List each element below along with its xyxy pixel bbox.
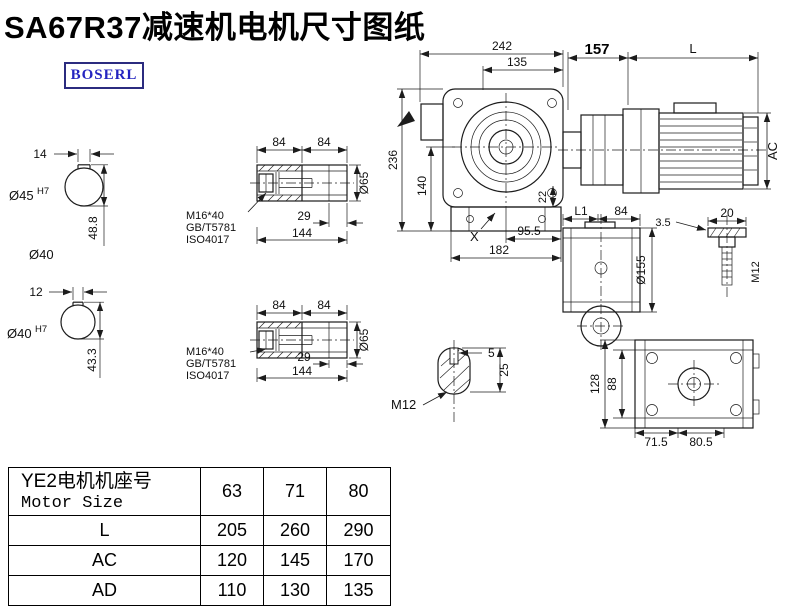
kd-dim-5: 5: [488, 346, 495, 360]
sv1-dim-84a: 84: [272, 135, 286, 149]
row-L-val-1: 260: [263, 515, 327, 546]
sd-dia-155: Ø155: [634, 255, 648, 285]
fv-dim-242: 242: [492, 39, 512, 53]
row-AC-label: AC: [8, 545, 201, 576]
keyway-depth-1-label: 48.8: [86, 216, 100, 240]
row-AD-val-2: 135: [326, 575, 391, 606]
sv2-standard-iso: ISO4017: [186, 370, 229, 382]
sv2-bolt-label: M16*40: [186, 346, 224, 358]
fv-dim-955: 95.5: [517, 224, 541, 238]
fv-dim-22: 22: [537, 191, 549, 203]
row-AD-val-1: 130: [263, 575, 327, 606]
boserl-logo: BOSERL: [64, 62, 144, 89]
fv-dim-135: 135: [507, 55, 527, 69]
bore-tolerance-2-label: H7: [35, 324, 47, 335]
sv2-dim-144: 144: [292, 364, 312, 378]
shaft-diameter-label: Ø40: [29, 247, 54, 262]
table-row-AC: AC 120 145 170: [8, 545, 391, 576]
row-AC-val-2: 170: [326, 545, 391, 576]
sv1-dim-29: 29: [297, 209, 311, 223]
table-row-AD: AD 110 130 135: [8, 575, 391, 606]
bore-diameter-2-label: Ø40: [7, 326, 32, 341]
table-header-row: YE2电机机座号 Motor Size 63 71 80: [8, 467, 391, 516]
bv-dim-88: 88: [605, 377, 619, 391]
bore-tolerance-1-label: H7: [37, 186, 49, 197]
sv1-dim-84b: 84: [317, 135, 331, 149]
motor-dim-L: L: [689, 41, 696, 56]
motor-side-view: 157 L AC: [558, 41, 780, 194]
shaft-side-view-2: 84 84 M16*40 GB/T5781 ISO4017 29 144 Ø65: [186, 298, 371, 382]
motor-dim-AC: AC: [765, 142, 780, 160]
section-view-marker: [397, 111, 415, 127]
hub-bore-section-2: 12 Ø40 H7 43.3: [7, 285, 107, 378]
motor-dim-157: 157: [584, 41, 609, 58]
bv-dim-805: 80.5: [689, 435, 713, 449]
motor-dimension-table: YE2电机机座号 Motor Size 63 71 80 L 205 260 2…: [8, 467, 391, 606]
row-L-val-2: 290: [326, 515, 391, 546]
sv1-standard-gb: GB/T5781: [186, 222, 236, 234]
size-col-1: 71: [263, 467, 327, 516]
sv2-standard-gb: GB/T5781: [186, 358, 236, 370]
sv1-dia-65: Ø65: [357, 171, 371, 194]
row-L-val-0: 205: [200, 515, 264, 546]
sd-m12-label: M12: [750, 261, 762, 282]
fv-dim-182: 182: [489, 243, 509, 257]
gearbox-side-view: L1 84 Ø155 20 3.5 M12: [562, 204, 762, 352]
sv2-dim-84a: 84: [272, 298, 286, 312]
keyway-depth-2-label: 43.3: [85, 348, 99, 372]
keyway-detail-view: 5 25 M12: [391, 340, 511, 424]
sd-dim-35: 3.5: [655, 217, 670, 229]
row-AD-label: AD: [8, 575, 201, 606]
bore-diameter-1-label: Ø45: [9, 188, 34, 203]
sv2-dia-65: Ø65: [357, 328, 371, 351]
fan-cover: [742, 116, 759, 186]
sv1-dim-144: 144: [292, 226, 312, 240]
sd-dim-20: 20: [720, 206, 734, 220]
sv2-dim-84b: 84: [317, 298, 331, 312]
row-L-label: L: [8, 515, 201, 546]
mounting-face-view: 128 88 71.5 80.5: [588, 339, 760, 449]
hub-bore-section-1: 14 Ø45 H7 48.8: [9, 147, 114, 246]
keyway-width-1-label: 14: [33, 147, 47, 161]
page-title: SA67R37减速机电机尺寸图纸: [4, 10, 426, 45]
row-AC-val-0: 120: [200, 545, 264, 576]
motor-size-header-cn: YE2电机机座号: [21, 470, 152, 492]
sv2-dim-29: 29: [297, 350, 311, 364]
motor-size-header-cell: YE2电机机座号 Motor Size: [8, 467, 201, 516]
sd-dim-84: 84: [614, 204, 628, 218]
sv1-standard-iso: ISO4017: [186, 234, 229, 246]
size-col-0: 63: [200, 467, 264, 516]
fv-x-label: X: [470, 229, 479, 244]
sd-dim-L1: L1: [574, 204, 588, 218]
kd-dim-25: 25: [497, 363, 511, 377]
kd-m12-label: M12: [391, 397, 416, 412]
bv-dim-715: 71.5: [644, 435, 668, 449]
motor-size-header-en: Motor Size: [21, 493, 124, 513]
fv-dim-140: 140: [415, 176, 429, 196]
row-AD-val-0: 110: [200, 575, 264, 606]
shaft-side-view-1: 84 84 M16*40 GB/T5781 ISO4017 29 144 Ø65: [186, 135, 371, 246]
fv-dim-236: 236: [386, 150, 400, 170]
row-AC-val-1: 145: [263, 545, 327, 576]
terminal-box: [673, 102, 717, 114]
keyway-width-2-label: 12: [29, 285, 43, 299]
gearbox-front-view: 242 135 236 140 22 X 95.5: [386, 39, 564, 262]
size-col-2: 80: [326, 467, 391, 516]
sv1-bolt-label: M16*40: [186, 210, 224, 222]
bv-dim-128: 128: [588, 374, 602, 394]
table-row-L: L 205 260 290: [8, 515, 391, 546]
